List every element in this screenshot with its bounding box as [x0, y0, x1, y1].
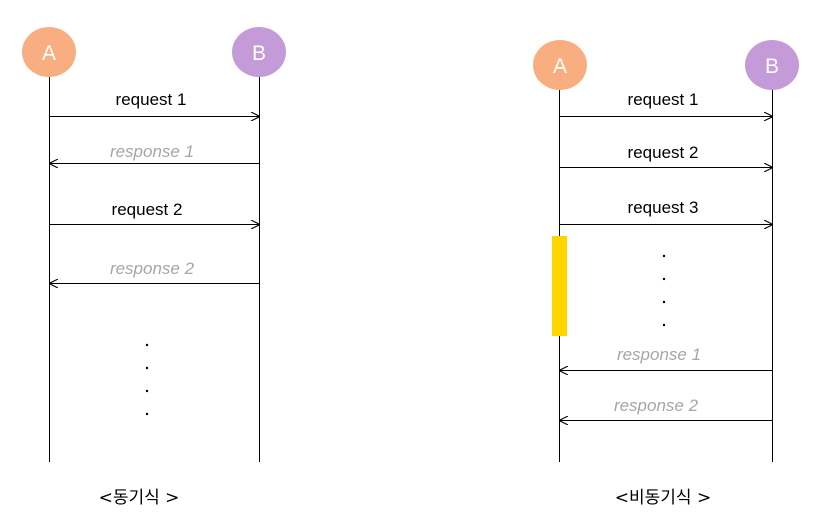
sync-response-2-label: response 2 [110, 259, 195, 278]
async-node-a-label: A [553, 55, 567, 78]
async-diagram: A B request 1 request 2 request 3 respon… [533, 40, 799, 508]
sync-dot [145, 389, 149, 393]
async-dot [662, 277, 666, 281]
async-node-a: A [533, 40, 587, 90]
async-request-3-label: request 3 [628, 198, 699, 217]
async-dot [662, 300, 666, 304]
async-ellipsis-dots [662, 254, 666, 327]
sync-node-a-label: A [42, 42, 56, 65]
async-wait-bar [552, 236, 567, 336]
sync-dot [145, 412, 149, 416]
sync-dot [145, 366, 149, 370]
sync-node-a: A [22, 27, 76, 77]
async-node-b: B [745, 40, 799, 90]
sync-node-b-label: B [252, 42, 266, 65]
async-dot [662, 254, 666, 258]
sync-node-b: B [232, 27, 286, 77]
sync-ellipsis-dots [145, 343, 149, 416]
async-dot [662, 323, 666, 327]
async-caption: <비동기식 > [615, 488, 711, 508]
async-request-2-label: request 2 [628, 143, 699, 162]
sync-request-2-label: request 2 [112, 200, 183, 219]
sync-dot [145, 343, 149, 347]
sync-node-a-circle [22, 27, 76, 77]
sync-caption: <동기식 > [99, 488, 180, 508]
async-response-2-label: response 2 [614, 396, 699, 415]
async-node-b-circle [745, 40, 799, 90]
async-response-1-label: response 1 [617, 345, 701, 364]
async-node-b-label: B [765, 55, 779, 78]
sync-response-1-label: response 1 [110, 142, 194, 161]
sync-node-b-circle [232, 27, 286, 77]
sync-request-1-label: request 1 [116, 90, 187, 109]
async-request-1-label: request 1 [628, 90, 699, 109]
sync-diagram: A B request 1 response 1 request 2 respo… [22, 27, 286, 508]
async-node-a-circle [533, 40, 587, 90]
